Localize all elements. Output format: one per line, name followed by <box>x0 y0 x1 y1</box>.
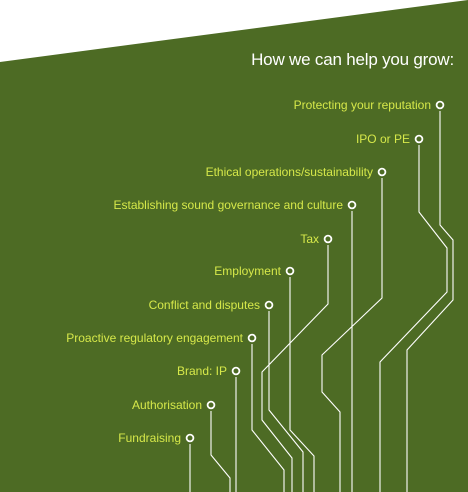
service-label-tax: Tax <box>300 232 319 246</box>
route-line-tax <box>261 245 329 492</box>
service-label-governance: Establishing sound governance and cultur… <box>113 198 344 212</box>
route-line-employment <box>289 277 315 492</box>
service-label-reputation: Protecting your reputation <box>293 98 431 112</box>
route-line-authorisation <box>210 411 231 492</box>
node-circle-governance <box>347 200 357 210</box>
node-circle-brand-ip <box>231 366 241 376</box>
service-label-employment: Employment <box>214 264 281 278</box>
node-circle-conflict <box>264 300 274 310</box>
route-line-ethical-operations <box>321 178 383 492</box>
service-label-ethical-operations: Ethical operations/sustainability <box>205 165 373 179</box>
route-lines <box>189 111 454 492</box>
service-label-fundraising: Fundraising <box>118 431 181 445</box>
route-line-reputation <box>406 111 454 492</box>
route-line-regulatory <box>251 344 285 492</box>
node-circle-reputation <box>435 100 445 110</box>
service-label-brand-ip: Brand: IP <box>176 364 227 378</box>
service-label-authorisation: Authorisation <box>131 398 202 412</box>
diagram-title: How we can help you grow: <box>251 50 454 69</box>
node-circle-regulatory <box>247 333 257 343</box>
node-circle-employment <box>285 266 295 276</box>
route-line-ipo-pe <box>379 145 448 492</box>
node-circle-tax <box>323 234 333 244</box>
route-nodes <box>185 100 445 443</box>
route-line-conflict <box>268 311 304 492</box>
node-circle-ethical-operations <box>377 167 387 177</box>
node-circle-fundraising <box>185 433 195 443</box>
service-label-conflict: Conflict and disputes <box>148 298 260 312</box>
service-label-ipo-pe: IPO or PE <box>355 132 410 146</box>
node-circle-ipo-pe <box>414 134 424 144</box>
service-label-regulatory: Proactive regulatory engagement <box>66 331 243 345</box>
node-circle-authorisation <box>206 400 216 410</box>
